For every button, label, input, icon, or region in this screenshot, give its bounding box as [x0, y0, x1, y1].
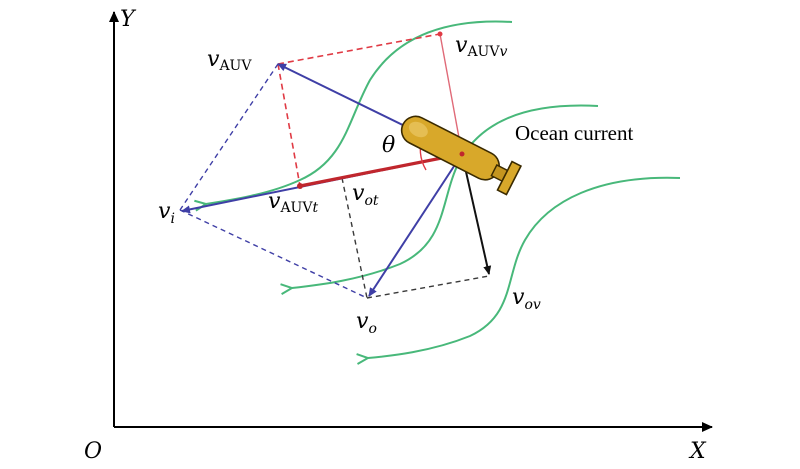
dashed-vot-to-vo — [341, 177, 368, 299]
vector-v-o — [368, 153, 463, 297]
label-v-ot: vot — [352, 181, 379, 209]
dashed-vauv-to-vi — [179, 63, 279, 211]
auv-center-point — [459, 151, 465, 157]
ocean-current-streamline-2 — [292, 104, 599, 288]
vector-v-auv-v — [439, 33, 463, 155]
y-axis-label: Y — [120, 7, 137, 32]
label-v-o: vo — [356, 309, 377, 337]
origin-label: O — [84, 439, 102, 464]
label-theta: θ — [382, 133, 395, 158]
label-v-auv-t: vAUVt — [268, 189, 318, 216]
vector-v-auv-t — [299, 152, 463, 188]
vector-v-ov — [461, 153, 492, 275]
dashed-vauv-to-vauvt — [277, 63, 301, 187]
dashed-vi-to-vo — [179, 209, 368, 299]
v-auv-t-endpoint — [297, 183, 303, 189]
label-v-ov: vov — [512, 285, 541, 313]
label-v-i: vi — [158, 199, 175, 227]
dashed-vauv-to-vauvv — [277, 33, 441, 65]
label-v-auv-v: vAUVv — [455, 33, 507, 60]
label-v-auv: vAUV — [207, 47, 252, 74]
v-auv-v-endpoint — [437, 31, 443, 37]
x-axis-label: X — [688, 439, 707, 464]
label-ocean-current: Ocean current — [515, 121, 634, 145]
dashed-vo-to-vov — [366, 275, 490, 299]
ocean-current-streamline-3 — [368, 176, 681, 358]
auv-vehicle — [400, 115, 523, 196]
ocean-current-streamline-1 — [206, 20, 513, 204]
